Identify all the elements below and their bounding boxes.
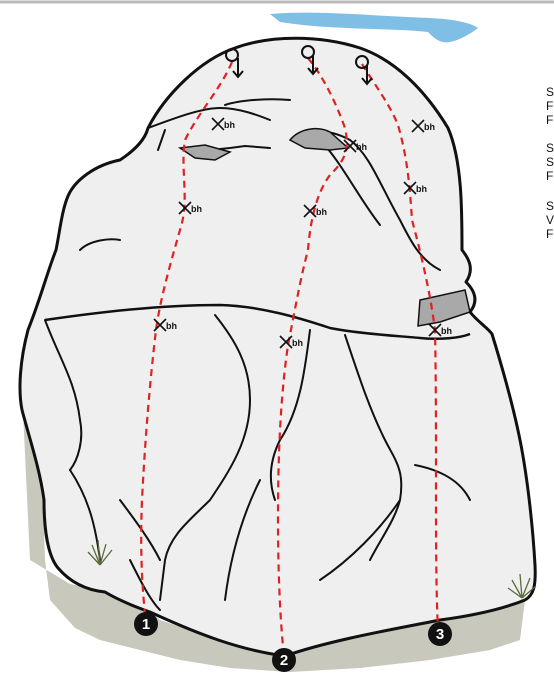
side-text: S F F S S F S V F	[546, 85, 554, 241]
route-marker-2: 2	[272, 648, 296, 672]
rock-face	[20, 38, 535, 656]
route-marker-1: 1	[134, 612, 158, 636]
side-text-line: F	[546, 99, 553, 113]
route-number: 2	[280, 652, 288, 669]
route-number: 1	[142, 616, 150, 633]
bolt-label: bh	[224, 120, 235, 130]
bolt-label: bh	[191, 204, 202, 214]
side-text-line: V	[546, 213, 554, 227]
bolt-label: bh	[441, 326, 452, 336]
side-text-line: S	[546, 199, 554, 213]
bolt-label: bh	[416, 184, 427, 194]
side-text-line: F	[546, 227, 553, 241]
route-number: 3	[436, 626, 444, 643]
bolt-label: bh	[292, 338, 303, 348]
side-text-line: S	[546, 155, 554, 169]
bolt-label: bh	[316, 207, 327, 217]
route-marker-3: 3	[428, 622, 452, 646]
bolt-label: bh	[424, 122, 435, 132]
side-text-line: F	[546, 113, 553, 127]
bolt-label: bh	[356, 142, 367, 152]
side-text-line: S	[546, 141, 554, 155]
side-text-line: F	[546, 169, 553, 183]
bolt-label: bh	[166, 321, 177, 331]
side-text-line: S	[546, 85, 554, 99]
